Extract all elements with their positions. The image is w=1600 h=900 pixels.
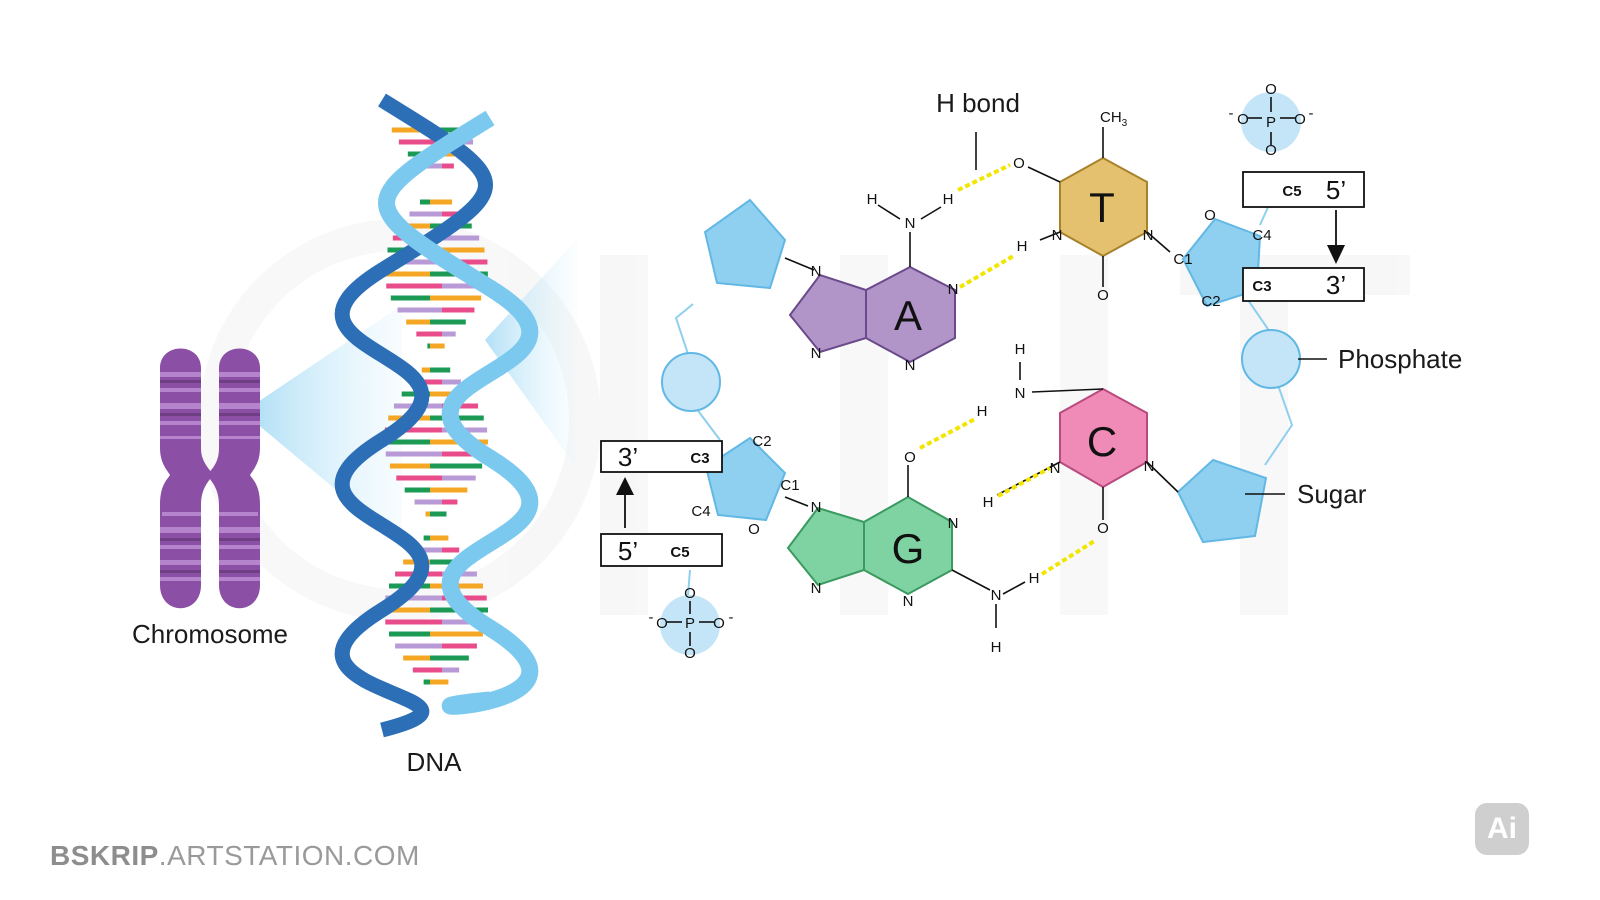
svg-text:O: O <box>684 585 696 602</box>
atom-labels: N N N N N H H O N H O N CH3 H N H N H N … <box>649 81 1314 662</box>
svg-text:O: O <box>1013 155 1025 172</box>
sugar-top-left <box>703 198 787 290</box>
svg-text:O: O <box>1265 142 1277 159</box>
svg-text:O: O <box>1237 111 1249 128</box>
dna-label: DNA <box>407 747 463 777</box>
svg-text:-: - <box>1229 105 1234 122</box>
svg-text:N: N <box>948 281 959 298</box>
direction-arrow-up-icon <box>616 477 634 528</box>
svg-text:H: H <box>1017 238 1028 255</box>
svg-text:O: O <box>1265 81 1277 98</box>
svg-text:H: H <box>1015 341 1026 358</box>
svg-text:O: O <box>1097 520 1109 537</box>
svg-text:P: P <box>685 615 695 632</box>
svg-text:O: O <box>656 615 668 632</box>
svg-text:C4: C4 <box>691 503 710 520</box>
hydrogen-bonds <box>919 163 1098 576</box>
h-bond-label: H bond <box>936 88 1020 118</box>
base-g: G <box>892 525 925 572</box>
credit-brand: BSKRIP <box>50 840 159 871</box>
covalent-bonds <box>667 97 1327 646</box>
dna-helix <box>334 93 539 738</box>
svg-text:N: N <box>905 215 916 232</box>
svg-text:N: N <box>1050 460 1061 477</box>
svg-text:C3: C3 <box>1252 278 1271 295</box>
svg-text:C1: C1 <box>780 477 799 494</box>
direction-box-left-top: 3’ C3 <box>600 440 723 473</box>
svg-text:H: H <box>867 191 878 208</box>
direction-box-right-top: C5 5’ <box>1242 171 1365 208</box>
watermark-credit: BSKRIP.ARTSTATION.COM <box>50 840 420 872</box>
svg-text:O: O <box>904 449 916 466</box>
credit-domain: .ARTSTATION.COM <box>158 840 420 871</box>
phosphate-circle-right <box>1241 329 1301 389</box>
base-c: C <box>1087 418 1117 465</box>
svg-text:H: H <box>977 403 988 420</box>
chromosome <box>160 348 260 609</box>
svg-text:C5: C5 <box>670 544 689 561</box>
helix-backbone-light <box>378 110 539 715</box>
svg-text:C2: C2 <box>1201 293 1220 310</box>
ai-badge-icon: Ai <box>1475 803 1529 855</box>
svg-text:H: H <box>991 639 1002 656</box>
direction-arrow-down-icon <box>1327 210 1345 264</box>
svg-text:O: O <box>1097 287 1109 304</box>
svg-text:CH3: CH3 <box>1100 109 1128 129</box>
svg-text:5’: 5’ <box>618 536 638 566</box>
phosphate-circle-left <box>661 352 721 412</box>
svg-text:N: N <box>1052 227 1063 244</box>
chromosome-label: Chromosome <box>132 619 288 649</box>
svg-text:N: N <box>903 593 914 610</box>
svg-text:N: N <box>948 515 959 532</box>
phosphate-group-top-right <box>1241 92 1301 152</box>
svg-text:3’: 3’ <box>618 442 638 472</box>
sugar-label: Sugar <box>1297 479 1367 509</box>
svg-text:N: N <box>1143 227 1154 244</box>
svg-text:C3: C3 <box>690 450 709 467</box>
svg-text:N: N <box>811 499 822 516</box>
adenine-pentagon <box>788 273 867 354</box>
sugar-top-right <box>1181 217 1262 308</box>
svg-text:H: H <box>1029 570 1040 587</box>
dna-zoom-beam <box>485 238 578 470</box>
svg-text:O: O <box>748 521 760 538</box>
svg-text:N: N <box>811 345 822 362</box>
svg-text:5’: 5’ <box>1326 175 1346 205</box>
svg-text:-: - <box>1309 105 1314 122</box>
guanine-pentagon <box>786 506 865 587</box>
direction-box-left-bottom: 5’ C5 <box>600 533 723 567</box>
svg-text:N: N <box>1144 458 1155 475</box>
svg-text:C4: C4 <box>1252 227 1271 244</box>
svg-text:N: N <box>905 357 916 374</box>
svg-text:-: - <box>729 609 734 626</box>
svg-text:H: H <box>983 494 994 511</box>
base-t: T <box>1089 184 1115 231</box>
svg-text:C5: C5 <box>1282 183 1301 200</box>
carbon-labels: C1 C2 C4 C2 C1 C4 <box>691 227 1271 520</box>
svg-text:H: H <box>943 191 954 208</box>
svg-text:P: P <box>1266 114 1276 131</box>
svg-text:C1: C1 <box>1173 251 1192 268</box>
svg-text:C2: C2 <box>752 433 771 450</box>
helix-backbone-dark <box>334 93 493 738</box>
svg-text:N: N <box>991 587 1002 604</box>
svg-text:O: O <box>1204 207 1216 224</box>
svg-text:N: N <box>811 263 822 280</box>
svg-text:3’: 3’ <box>1326 270 1346 300</box>
phosphate-group-bottom-left <box>660 595 720 655</box>
svg-text:N: N <box>1015 385 1026 402</box>
phosphate-label: Phosphate <box>1338 344 1462 374</box>
svg-text:N: N <box>811 580 822 597</box>
svg-text:O: O <box>1294 111 1306 128</box>
chromosome-zoom-beam <box>243 305 402 545</box>
sugar-bottom-right <box>1176 458 1268 544</box>
svg-text:-: - <box>649 609 654 626</box>
svg-text:O: O <box>713 615 725 632</box>
svg-text:O: O <box>684 645 696 662</box>
base-a: A <box>894 292 922 339</box>
direction-box-right-bottom: C3 3’ <box>1242 267 1365 302</box>
